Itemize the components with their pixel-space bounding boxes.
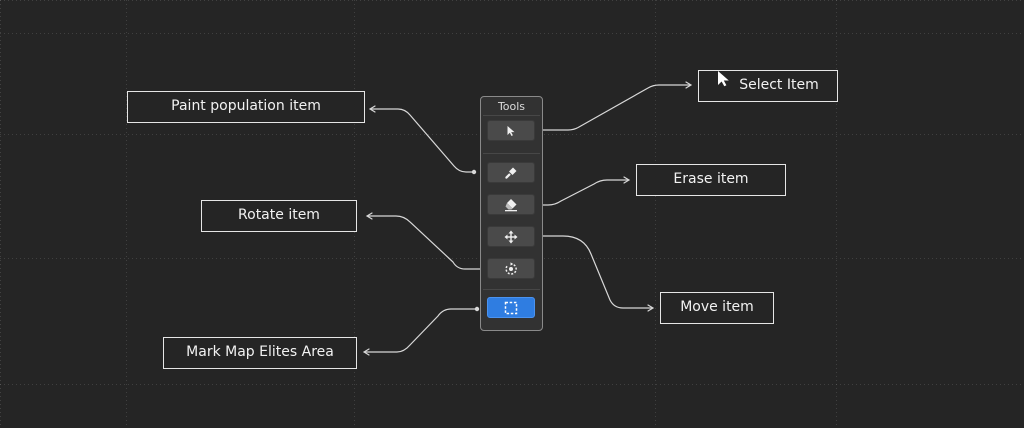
rotate-tool-button[interactable] <box>487 258 535 279</box>
arrowhead <box>365 212 373 220</box>
tools-panel-title: Tools <box>497 100 526 113</box>
move-item-label: Move item <box>660 292 774 324</box>
divider <box>483 289 540 290</box>
connector-dot <box>474 306 480 312</box>
connector-rotate <box>368 215 484 270</box>
connector-mark-area <box>365 308 477 353</box>
erase-item-label: Erase item <box>636 164 786 196</box>
grid-line <box>655 0 656 428</box>
rotate-icon <box>504 261 518 276</box>
grid-line <box>126 0 127 428</box>
move-arrows-icon <box>504 230 518 244</box>
arrowhead <box>685 81 693 89</box>
select-tool-button[interactable] <box>487 120 535 141</box>
tools-panel: Tools <box>480 96 543 331</box>
dashed-square-icon <box>504 301 518 315</box>
arrowhead <box>368 105 376 113</box>
connector-paint <box>371 108 474 173</box>
arrowhead <box>647 304 655 312</box>
select-item-text: Select Item <box>739 77 819 93</box>
arrowhead <box>623 176 631 184</box>
arrowhead <box>362 348 370 356</box>
brush-icon <box>504 166 518 180</box>
rotate-item-label: Rotate item <box>201 200 357 232</box>
cursor-icon <box>717 69 730 98</box>
mark-area-tool-button[interactable] <box>487 297 535 318</box>
connector-select <box>536 84 690 131</box>
grid-line <box>836 0 837 428</box>
divider <box>483 153 540 154</box>
connector-dot <box>471 169 477 175</box>
cursor-icon <box>506 125 516 137</box>
paint-tool-button[interactable] <box>487 162 535 183</box>
eraser-icon <box>504 198 518 212</box>
select-item-label: Select Item <box>698 70 838 102</box>
connector-erase <box>536 179 628 206</box>
grid-line <box>0 33 1024 34</box>
grid-line <box>0 384 1024 385</box>
move-tool-button[interactable] <box>487 226 535 247</box>
divider <box>483 115 540 116</box>
mark-map-elites-area-label: Mark Map Elites Area <box>163 337 357 369</box>
connector-move <box>536 235 652 309</box>
erase-tool-button[interactable] <box>487 194 535 215</box>
paint-population-item-label: Paint population item <box>127 91 365 123</box>
